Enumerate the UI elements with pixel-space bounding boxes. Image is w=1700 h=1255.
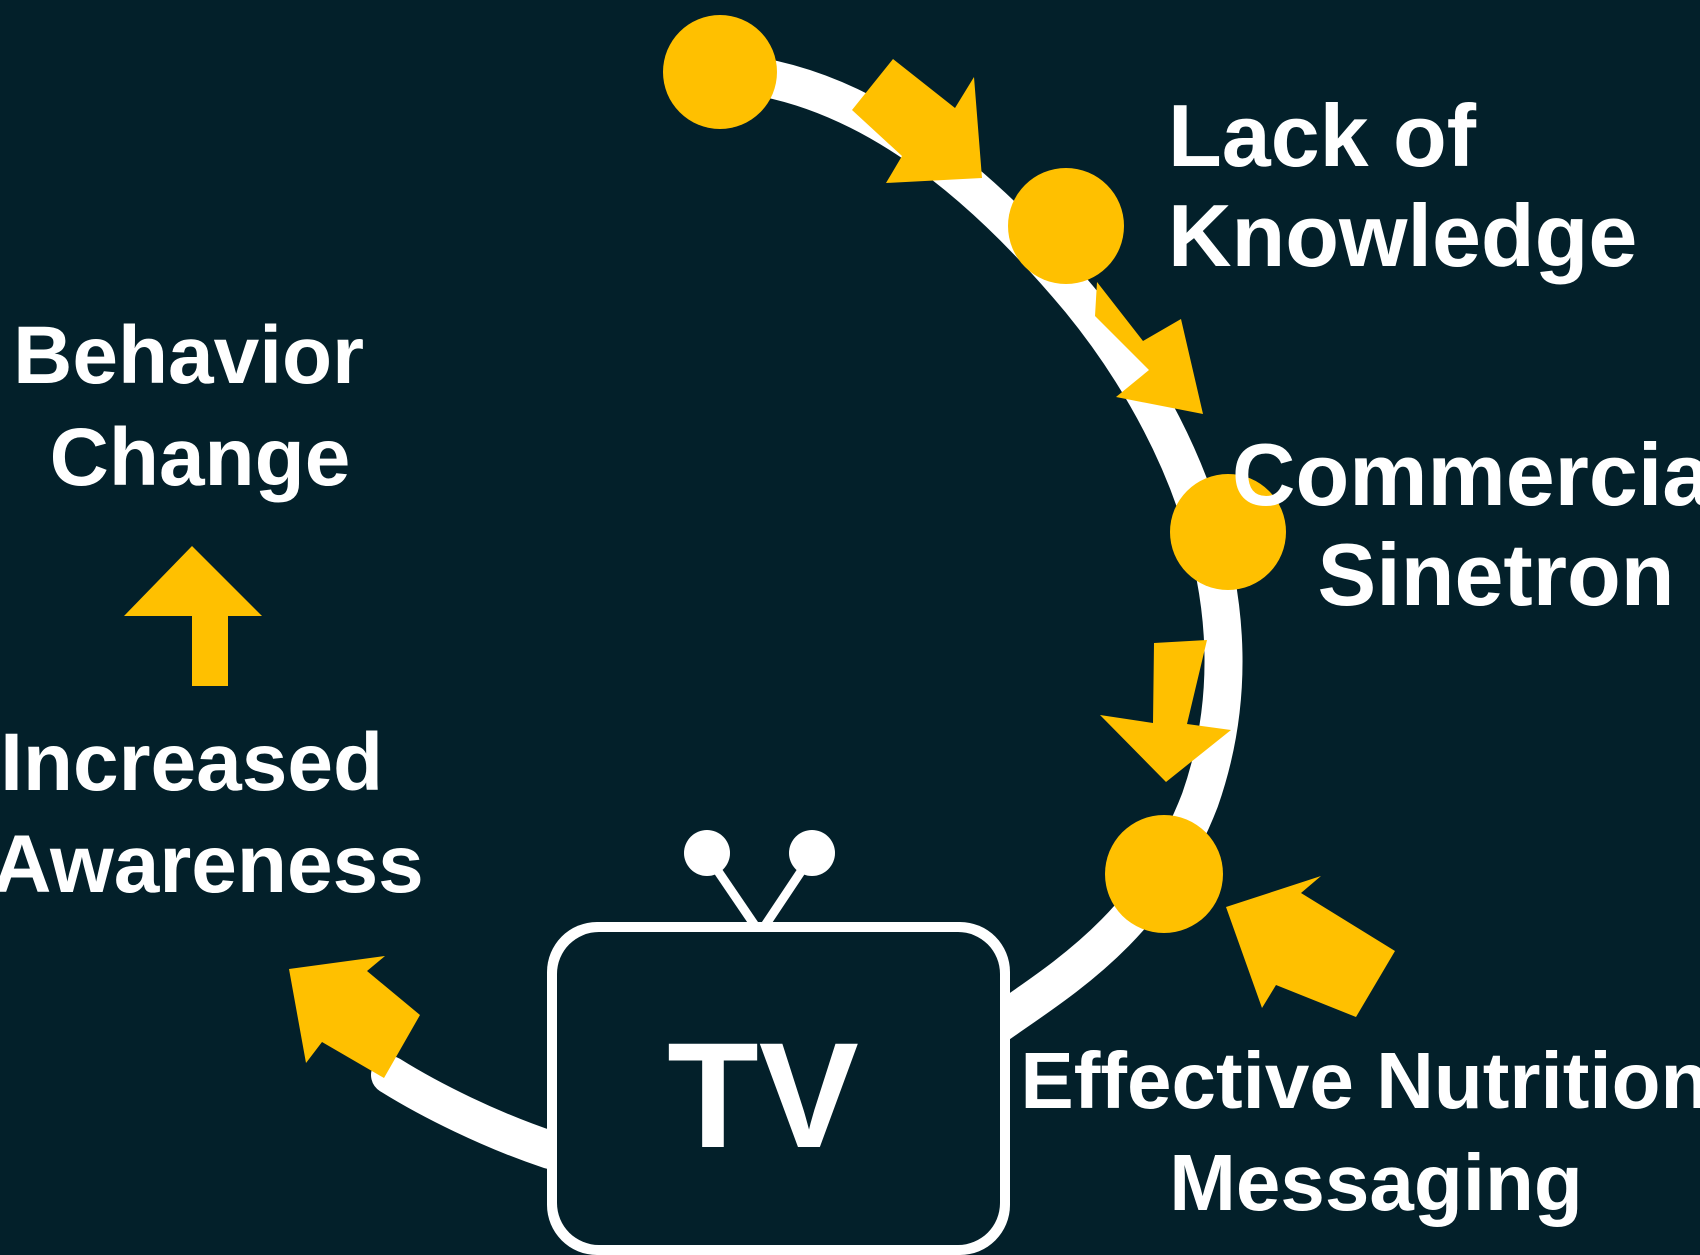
node-1-circle — [663, 15, 777, 129]
increased-awareness-line-1: Increased — [0, 717, 383, 808]
node-3-label-line-2: Sinetron — [1318, 525, 1675, 624]
arrow-1-to-2 — [852, 59, 982, 183]
node-2-label-line-1: Lack of — [1168, 86, 1477, 185]
node-4-label: Effective Nutrition Messaging — [1020, 1036, 1700, 1227]
behavior-change-label: Behavior Change — [13, 310, 387, 503]
increased-awareness-label: Increased Awareness — [0, 717, 424, 910]
return-arc — [371, 1056, 569, 1169]
arrow-into-node-4 — [1226, 876, 1395, 1017]
node-4-circle — [1105, 815, 1223, 933]
node-2-circle — [1008, 168, 1124, 284]
tv-antenna-right-knob — [789, 830, 835, 876]
node-4-label-line-1: Effective Nutrition — [1020, 1036, 1700, 1125]
tv-body-inner — [557, 932, 1000, 1245]
increased-awareness-line-2: Awareness — [0, 819, 424, 910]
behavior-change-line-2: Change — [50, 412, 351, 503]
tv-label: TV — [667, 1011, 859, 1179]
arrow-to-awareness — [289, 956, 420, 1078]
node-3-circle — [1170, 474, 1286, 590]
arrow-2-to-3 — [1095, 282, 1203, 414]
node-2-label-line-2: Knowledge — [1168, 186, 1637, 285]
behavior-change-line-1: Behavior — [13, 310, 364, 401]
node-4-label-line-2: Messaging — [1169, 1138, 1582, 1227]
arrow-3-to-4 — [1100, 640, 1231, 782]
tv-antenna-left-knob — [684, 830, 730, 876]
node-3-label: Commercial Sinetron — [1232, 425, 1700, 624]
node-3-label-line-1: Commercial — [1232, 425, 1700, 524]
node-2-label: Lack of Knowledge — [1168, 86, 1637, 285]
arrow-awareness-to-behavior — [124, 546, 262, 686]
tv-icon: TV — [547, 830, 1010, 1255]
